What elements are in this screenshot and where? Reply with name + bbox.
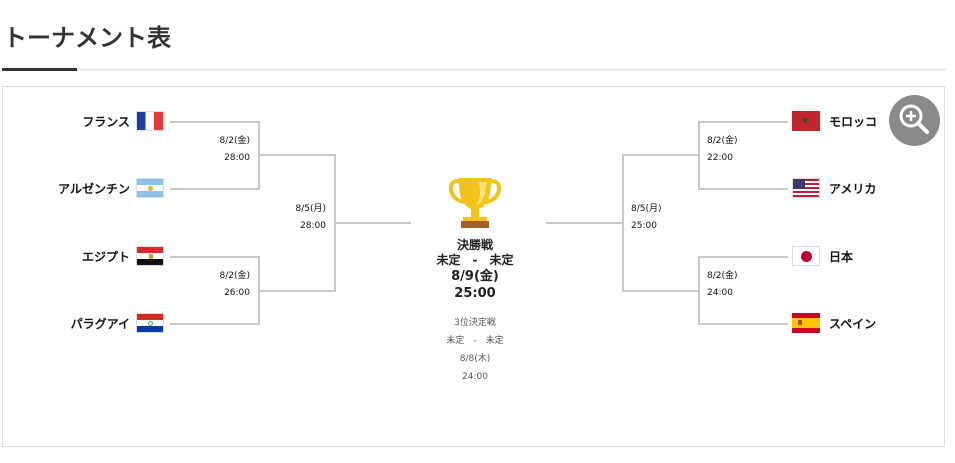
- match-time: 28:00: [300, 221, 326, 231]
- bracket-line: [698, 256, 788, 258]
- trophy-icon: [449, 178, 501, 228]
- team-name: スペイン: [829, 316, 877, 331]
- team-name: フランス: [82, 114, 130, 129]
- team-argentina: アルゼンチン: [20, 177, 164, 199]
- final-teams: 未定 - 未定: [436, 253, 514, 267]
- final-title: 決勝戦: [456, 238, 493, 252]
- argentina-flag-icon: [136, 178, 164, 198]
- match-date: 8/5(月): [295, 204, 326, 214]
- match-info: 8/5(月) 25:00: [631, 201, 691, 235]
- bracket-line: [334, 222, 411, 224]
- third-place-teams: 未定 - 未定: [446, 336, 504, 346]
- bracket-line: [258, 154, 335, 156]
- team-name: モロッコ: [829, 114, 878, 129]
- bracket-line: [170, 256, 259, 258]
- team-spain: スペイン: [792, 312, 932, 334]
- team-name: アルゼンチン: [58, 181, 130, 196]
- match-info: 8/2(金) 22:00: [707, 133, 767, 167]
- match-time: 26:00: [224, 288, 250, 298]
- match-info: 8/2(金) 24:00: [707, 268, 767, 302]
- bracket-line: [698, 256, 700, 325]
- bracket-line: [546, 222, 623, 224]
- team-usa: アメリカ: [792, 177, 932, 199]
- bracket-line: [698, 121, 788, 123]
- match-info: 8/5(月) 28:00: [271, 201, 326, 235]
- team-egypt: エジプト: [20, 245, 164, 267]
- bracket-line: [170, 121, 259, 123]
- bracket-line: [258, 290, 335, 292]
- bracket-line: [622, 154, 699, 156]
- usa-flag-icon: [792, 178, 820, 198]
- final-time: 25:00: [454, 286, 496, 301]
- zoom-button[interactable]: [889, 95, 940, 146]
- title-divider: [2, 68, 946, 71]
- team-name: エジプト: [81, 249, 130, 264]
- bracket-line: [170, 323, 259, 325]
- match-time: 25:00: [631, 221, 657, 231]
- team-japan: 日本: [792, 245, 932, 267]
- bracket-line: [698, 188, 788, 190]
- team-morocco: ★ モロッコ: [792, 110, 932, 132]
- third-place-title: 3位決定戦: [454, 318, 496, 328]
- france-flag-icon: [136, 111, 164, 131]
- team-name: 日本: [829, 249, 854, 264]
- match-time: 28:00: [224, 153, 250, 163]
- bracket-line: [622, 154, 624, 292]
- morocco-flag-icon: ★: [792, 111, 820, 131]
- page-title: トーナメント表: [3, 24, 171, 52]
- third-place-time: 24:00: [462, 372, 488, 382]
- team-name: パラグアイ: [70, 316, 130, 331]
- egypt-flag-icon: [136, 246, 164, 266]
- team-paraguay: パラグアイ: [20, 312, 164, 334]
- bracket-line: [170, 188, 259, 190]
- match-date: 8/5(月): [631, 204, 662, 214]
- match-time: 22:00: [707, 153, 733, 163]
- match-date: 8/2(金): [219, 136, 250, 146]
- match-time: 24:00: [707, 288, 733, 298]
- bracket-line: [622, 290, 699, 292]
- match-date: 8/2(金): [707, 271, 738, 281]
- title-divider-accent: [2, 68, 77, 71]
- zoom-in-icon: [899, 104, 929, 134]
- match-info: 8/2(金) 28:00: [195, 133, 250, 167]
- tournament-bracket-panel: [2, 86, 945, 447]
- bracket-line: [698, 323, 788, 325]
- bracket-line: [698, 121, 700, 190]
- paraguay-flag-icon: [136, 313, 164, 333]
- match-date: 8/2(金): [219, 271, 250, 281]
- third-place-date: 8/8(木): [459, 354, 491, 364]
- final-date: 8/9(金): [451, 269, 499, 284]
- match-date: 8/2(金): [707, 136, 738, 146]
- final-match: 決勝戦 未定 - 未定 8/9(金) 25:00 3位決定戦 未定 - 未定 8…: [420, 175, 530, 386]
- match-info: 8/2(金) 26:00: [195, 268, 250, 302]
- spain-flag-icon: [792, 313, 820, 333]
- team-name: アメリカ: [829, 181, 877, 196]
- team-france: フランス: [20, 110, 164, 132]
- japan-flag-icon: [792, 246, 820, 266]
